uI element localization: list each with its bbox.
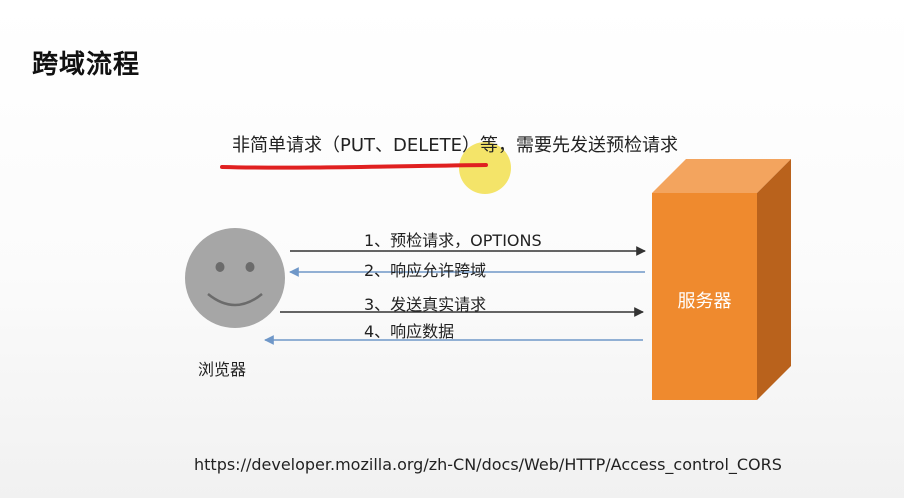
red-underline bbox=[220, 163, 488, 170]
server-label: 服务器 bbox=[677, 291, 732, 312]
step-2-label: 2、响应允许跨域 bbox=[364, 261, 487, 280]
browser-label: 浏览器 bbox=[198, 360, 247, 379]
server-box bbox=[652, 159, 791, 400]
pointer-highlight bbox=[459, 142, 511, 194]
step-3-label: 3、发送真实请求 bbox=[364, 295, 487, 314]
smiley-eye-right bbox=[245, 262, 255, 272]
slide-title: 跨域流程 bbox=[32, 50, 141, 80]
step-1-label: 1、预检请求，OPTIONS bbox=[364, 231, 542, 250]
smiley-eye-left bbox=[215, 262, 225, 272]
step-4-label: 4、响应数据 bbox=[364, 322, 455, 341]
browser-smiley bbox=[185, 228, 285, 328]
smiley-mouth bbox=[207, 293, 263, 307]
reference-url[interactable]: https://developer.mozilla.org/zh-CN/docs… bbox=[194, 455, 782, 474]
subtitle: 非简单请求（PUT、DELETE）等，需要先发送预检请求 bbox=[232, 135, 679, 156]
